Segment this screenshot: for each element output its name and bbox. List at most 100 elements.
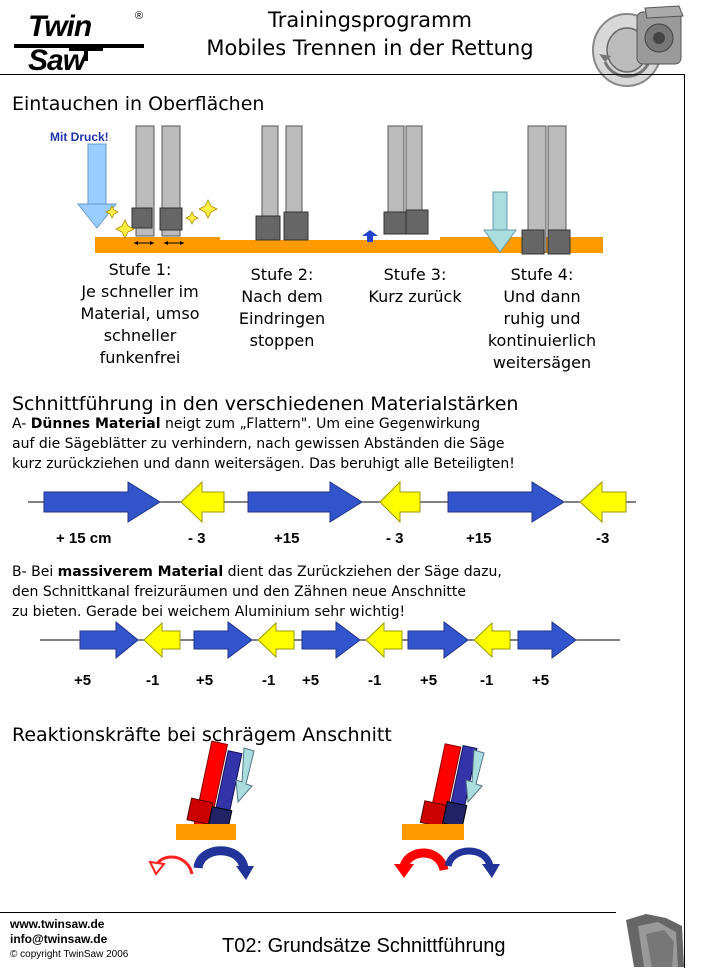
row-a-label: +15 bbox=[466, 530, 492, 547]
surface-step-2 bbox=[220, 240, 330, 253]
paragraph-b: B- Bei massiverem Material dient das Zur… bbox=[12, 562, 682, 622]
spark-icon bbox=[105, 199, 218, 239]
para-a-bold: Dünnes Material bbox=[30, 416, 161, 432]
step-2-caption: Stufe 2: Nach dem Eindringen stoppen bbox=[222, 264, 342, 352]
feed-arrow-icon bbox=[465, 749, 485, 804]
step-4-line: kontinuierlich bbox=[487, 331, 597, 350]
saw-blade-step-2 bbox=[255, 125, 309, 241]
row-b-label: -1 bbox=[480, 672, 494, 689]
pressure-label: Mit Druck! bbox=[50, 130, 109, 144]
header-rule bbox=[0, 74, 684, 75]
para-b-bold: massiverem Material bbox=[57, 564, 224, 580]
step-4-line: ruhig und bbox=[503, 309, 581, 328]
para-b-line-3: zu bieten. Gerade bei weichem Aluminium … bbox=[12, 604, 406, 620]
right-border bbox=[684, 74, 685, 968]
row-a-label: - 3 bbox=[188, 530, 206, 547]
section-heading-technique: Schnittführung in den verschiedenen Mate… bbox=[12, 393, 519, 415]
step-1-line: Material, umso bbox=[80, 304, 200, 323]
arrow-row-thin-material bbox=[28, 480, 636, 524]
page-title: Trainingsprogramm Mobiles Trennen in der… bbox=[160, 6, 580, 62]
logo-underline bbox=[14, 44, 144, 61]
reaction-diagram-left bbox=[148, 740, 255, 880]
steady-arrow-icon bbox=[483, 191, 517, 253]
row-b-label: +5 bbox=[74, 672, 92, 689]
para-b-line-2: den Schnittkanal freizuräumen und den Zä… bbox=[12, 584, 466, 600]
step-3-title: Stufe 3: bbox=[383, 265, 447, 284]
backward-arrow bbox=[143, 621, 181, 659]
saw-blade-step-3 bbox=[362, 125, 429, 242]
step-1-line: Je schneller im bbox=[81, 282, 199, 301]
forward-arrow bbox=[301, 621, 361, 659]
workpiece bbox=[176, 824, 236, 840]
step-2-line: Nach dem bbox=[241, 287, 323, 306]
step-1-caption: Stufe 1: Je schneller im Material, umso … bbox=[52, 259, 228, 369]
saw-blade-step-4 bbox=[483, 125, 571, 255]
step-1-line: funkenfrei bbox=[99, 348, 181, 367]
logo-registered-mark: ® bbox=[135, 10, 144, 22]
backward-arrow bbox=[579, 480, 627, 524]
forward-arrow bbox=[193, 621, 253, 659]
forward-arrow bbox=[247, 481, 363, 523]
pressure-arrow-icon bbox=[76, 143, 118, 229]
forward-arrow bbox=[79, 620, 139, 660]
step-4-line: weitersägen bbox=[492, 353, 592, 372]
para-a-line-2: auf die Sägeblätter zu verhindern, nach … bbox=[12, 436, 505, 452]
circular-saw-icon bbox=[592, 5, 684, 87]
rotation-arrow-right-icon bbox=[444, 847, 494, 868]
row-a-label: +15 bbox=[274, 530, 300, 547]
title-line-2: Mobiles Trennen in der Rettung bbox=[206, 36, 534, 60]
row-b-label: +5 bbox=[532, 672, 550, 689]
para-b-text: dient das Zurückziehen der Säge dazu, bbox=[223, 564, 502, 580]
backward-arrow bbox=[365, 621, 403, 659]
row-b-label: -1 bbox=[262, 672, 276, 689]
saw-blade-corner-icon bbox=[616, 912, 684, 967]
title-line-1: Trainingsprogramm bbox=[268, 8, 472, 32]
step-2-line: stoppen bbox=[249, 331, 315, 350]
row-b-label: +5 bbox=[302, 672, 320, 689]
retract-arrow-icon bbox=[362, 230, 378, 242]
row-a-label: -3 bbox=[596, 530, 610, 547]
forward-arrow bbox=[43, 481, 161, 523]
backward-arrow bbox=[473, 621, 511, 659]
arrow-row-massive-material bbox=[40, 620, 620, 660]
footer-contact: www.twinsaw.de info@twinsaw.de © copyrig… bbox=[10, 917, 128, 962]
step-4-title: Stufe 4: bbox=[510, 265, 574, 284]
forward-arrow bbox=[447, 481, 565, 523]
step-2-line: Eindringen bbox=[238, 309, 326, 328]
plunge-diagram bbox=[76, 125, 603, 255]
step-2-title: Stufe 2: bbox=[250, 265, 314, 284]
step-1-title: Stufe 1: bbox=[108, 260, 172, 279]
row-b-label: +5 bbox=[196, 672, 214, 689]
row-b-label: +5 bbox=[420, 672, 438, 689]
row-b-label: -1 bbox=[146, 672, 160, 689]
backward-arrow bbox=[257, 621, 295, 659]
step-3-line: Kurz zurück bbox=[368, 287, 462, 306]
forward-arrow bbox=[407, 621, 469, 659]
section-heading-dive: Eintauchen in Oberflächen bbox=[12, 93, 265, 115]
row-a-label: + 15 cm bbox=[56, 530, 112, 547]
para-a-text: neigt zum „Flattern". Um eine Gegenwirku… bbox=[160, 416, 481, 432]
para-a-prefix: A- bbox=[12, 416, 31, 432]
footer-email[interactable]: info@twinsaw.de bbox=[10, 932, 108, 946]
step-4-line: Und dann bbox=[503, 287, 581, 306]
rotation-arrow-left-icon bbox=[399, 848, 449, 872]
footer-rule bbox=[0, 912, 684, 913]
footer-doc-title: T02: Grundsätze Schnittführung bbox=[222, 935, 506, 957]
logo: Twin Saw ® bbox=[14, 8, 154, 77]
surface-step-1 bbox=[95, 237, 220, 253]
footer-copyright: © copyright TwinSaw 2006 bbox=[10, 949, 129, 960]
paragraph-a: A- Dünnes Material neigt zum „Flattern".… bbox=[12, 414, 682, 474]
para-a-line-3: kurz zurückziehen und dann weitersägen. … bbox=[12, 456, 515, 472]
para-b-prefix: B- Bei bbox=[12, 564, 58, 580]
row-a-label: - 3 bbox=[386, 530, 404, 547]
step-4-caption: Stufe 4: Und dann ruhig und kontinuierli… bbox=[472, 264, 612, 374]
surface-step-3 bbox=[330, 240, 440, 253]
step-3-caption: Stufe 3: Kurz zurück bbox=[350, 264, 480, 308]
workpiece bbox=[402, 824, 464, 840]
rotation-arrow-right-icon bbox=[193, 846, 249, 870]
footer-web[interactable]: www.twinsaw.de bbox=[10, 917, 105, 931]
reaction-diagram-right bbox=[394, 743, 500, 878]
backward-arrow bbox=[180, 480, 225, 524]
section-heading-reaction: Reaktionskräfte bei schrägem Anschnitt bbox=[12, 724, 392, 746]
saw-blade-step-1 bbox=[131, 125, 184, 245]
